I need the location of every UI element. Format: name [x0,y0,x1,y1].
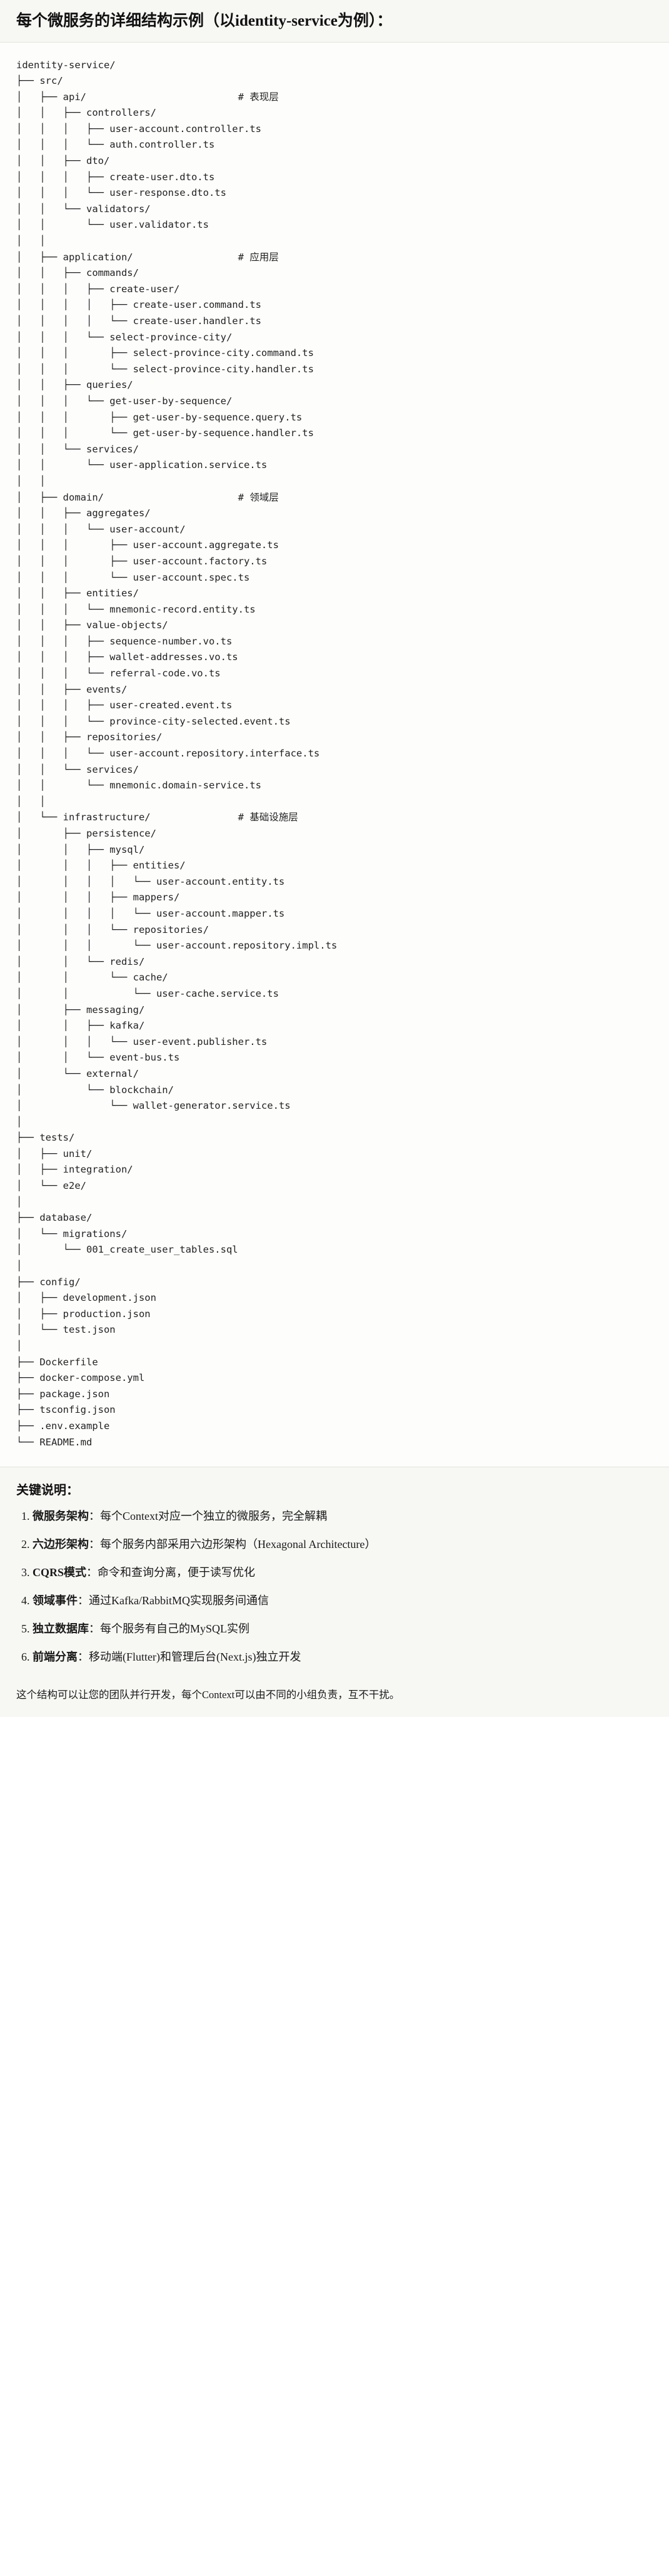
page-title: 每个微服务的详细结构示例（以identity-service为例）： [16,13,393,29]
note-item: 六边形架构：每个服务内部采用六边形架构（Hexagonal Architectu… [33,1536,653,1554]
note-item: CQRS模式：命令和查询分离，便于读写优化 [33,1564,653,1582]
note-desc: ：每个Context对应一个独立的微服务，完全解耦 [89,1510,327,1523]
document-header: 每个微服务的详细结构示例（以identity-service为例）： [0,0,669,43]
directory-tree: identity-service/ ├── src/ │ ├── api/ # … [16,59,338,1448]
note-item: 领域事件：通过Kafka/RabbitMQ实现服务间通信 [33,1592,653,1610]
document-page: 每个微服务的详细结构示例（以identity-service为例）： ident… [0,0,669,1717]
note-term: CQRS模式 [33,1565,87,1579]
closing-section: 这个结构可以让您的团队并行开发，每个Context可以由不同的小组负责，互不干扰… [0,1683,669,1717]
closing-text: 这个结构可以让您的团队并行开发，每个Context可以由不同的小组负责，互不干扰… [16,1688,400,1701]
note-item: 前端分离：移动端(Flutter)和管理后台(Next.js)独立开发 [33,1649,653,1666]
key-notes-title: 关键说明： [16,1484,79,1498]
note-desc: ：通过Kafka/RabbitMQ实现服务间通信 [78,1594,269,1607]
note-desc: ：每个服务内部采用六边形架构（Hexagonal Architecture） [89,1538,376,1551]
note-item: 独立数据库：每个服务有自己的MySQL实例 [33,1621,653,1638]
note-term: 微服务架构 [33,1510,89,1523]
key-notes-list: 微服务架构：每个Context对应一个独立的微服务，完全解耦 六边形架构：每个服… [16,1508,653,1666]
note-term: 六边形架构 [33,1538,89,1551]
note-term: 前端分离 [33,1650,78,1663]
note-desc: ：命令和查询分离，便于读写优化 [86,1565,256,1579]
note-term: 独立数据库 [33,1622,89,1635]
note-desc: ：移动端(Flutter)和管理后台(Next.js)独立开发 [78,1650,301,1663]
note-term: 领域事件 [33,1594,78,1607]
note-desc: ：每个服务有自己的MySQL实例 [89,1622,250,1635]
key-notes-section: 关键说明： 微服务架构：每个Context对应一个独立的微服务，完全解耦 六边形… [0,1467,669,1683]
directory-tree-block: identity-service/ ├── src/ │ ├── api/ # … [0,42,669,1467]
note-item: 微服务架构：每个Context对应一个独立的微服务，完全解耦 [33,1508,653,1525]
